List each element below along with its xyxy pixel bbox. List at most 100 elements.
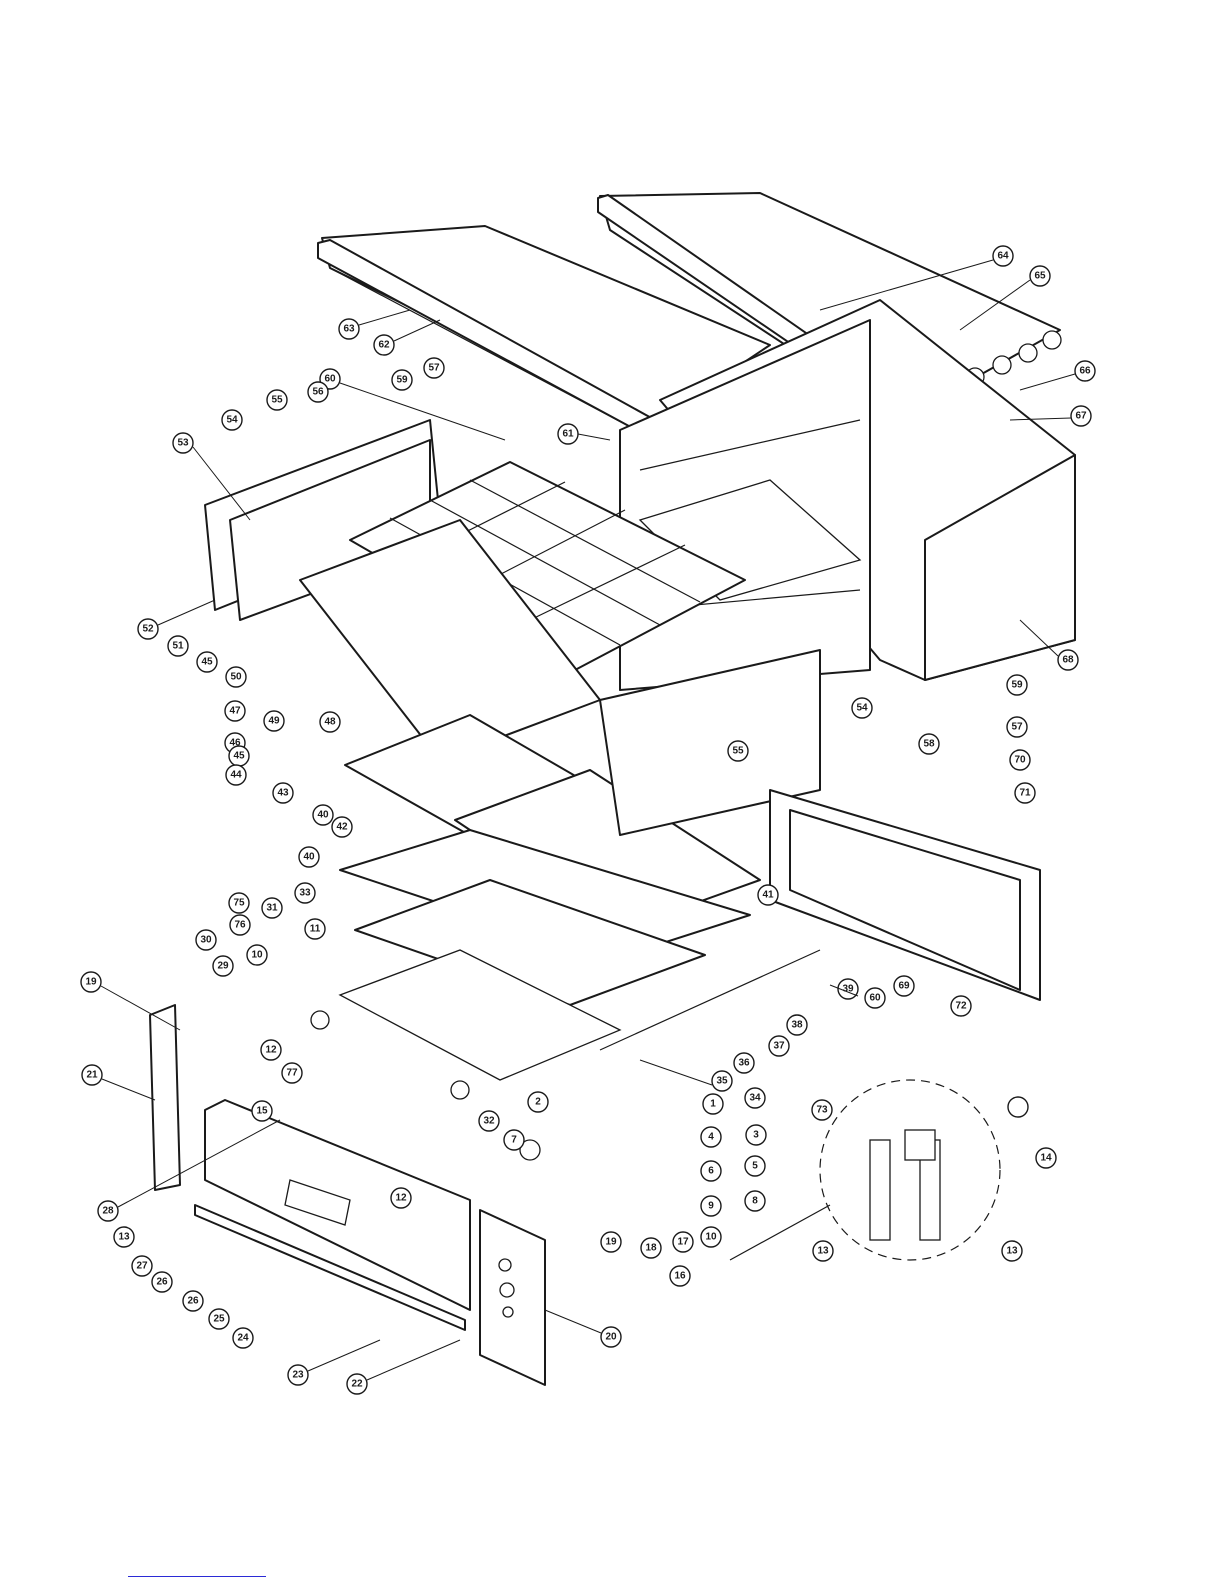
- callout-75: 75: [229, 893, 249, 913]
- svg-text:64: 64: [997, 251, 1009, 262]
- callout-34: 34: [745, 1088, 765, 1108]
- callout-61: 61: [558, 424, 578, 444]
- svg-text:54: 54: [226, 415, 238, 426]
- callout-2: 2: [528, 1092, 548, 1112]
- svg-text:75: 75: [233, 898, 245, 909]
- callout-11: 11: [305, 919, 325, 939]
- svg-text:29: 29: [217, 961, 229, 972]
- svg-text:12: 12: [265, 1045, 277, 1056]
- callout-72: 72: [951, 996, 971, 1016]
- front-control-panel: [205, 1100, 470, 1310]
- svg-text:13: 13: [1006, 1246, 1018, 1257]
- callout-13c: 13: [1002, 1241, 1022, 1261]
- callout-59b: 59: [1007, 675, 1027, 695]
- svg-text:59: 59: [396, 375, 408, 386]
- svg-text:11: 11: [310, 924, 321, 935]
- svg-text:6: 6: [708, 1166, 714, 1177]
- callout-76: 76: [230, 915, 250, 935]
- svg-text:36: 36: [738, 1058, 750, 1069]
- callout-71: 71: [1015, 783, 1035, 803]
- svg-text:17: 17: [677, 1237, 689, 1248]
- callout-33: 33: [295, 883, 315, 903]
- callout-7: 7: [504, 1130, 524, 1150]
- callout-18: 18: [641, 1238, 661, 1258]
- callout-49: 49: [264, 711, 284, 731]
- svg-text:66: 66: [1079, 366, 1091, 377]
- svg-text:69: 69: [898, 981, 910, 992]
- svg-text:55: 55: [732, 746, 744, 757]
- callout-45a: 45: [197, 652, 217, 672]
- svg-text:72: 72: [955, 1001, 967, 1012]
- callout-16: 16: [670, 1266, 690, 1286]
- svg-text:19: 19: [85, 977, 97, 988]
- callout-blank: [1008, 1097, 1028, 1117]
- svg-text:13: 13: [118, 1232, 130, 1243]
- svg-text:40: 40: [317, 810, 329, 821]
- svg-text:59: 59: [1011, 680, 1023, 691]
- callout-51: 51: [168, 636, 188, 656]
- callout-54b: 54: [852, 698, 872, 718]
- svg-text:41: 41: [762, 890, 774, 901]
- svg-text:44: 44: [230, 770, 242, 781]
- gas-valve-detail: [730, 1080, 1000, 1260]
- callout-25: 25: [209, 1309, 229, 1329]
- callout-12a: 12: [261, 1040, 281, 1060]
- callout-37: 37: [769, 1036, 789, 1056]
- svg-text:35: 35: [716, 1076, 728, 1087]
- callout-27: 27: [132, 1256, 152, 1276]
- callout-63: 63: [339, 319, 359, 339]
- svg-text:27: 27: [136, 1261, 148, 1272]
- svg-text:43: 43: [277, 788, 289, 799]
- svg-text:42: 42: [336, 822, 348, 833]
- callout-48: 48: [320, 712, 340, 732]
- svg-text:53: 53: [177, 438, 189, 449]
- right-side-panel: [480, 1210, 545, 1385]
- svg-text:60: 60: [324, 374, 336, 385]
- callout-73: 73: [812, 1100, 832, 1120]
- svg-text:38: 38: [791, 1020, 803, 1031]
- callout-6: 6: [701, 1161, 721, 1181]
- svg-text:28: 28: [102, 1206, 114, 1217]
- callout-9: 9: [701, 1196, 721, 1216]
- svg-text:2: 2: [535, 1097, 541, 1108]
- svg-text:60: 60: [869, 993, 881, 1004]
- callout-35: 35: [712, 1071, 732, 1091]
- svg-text:7: 7: [511, 1135, 517, 1146]
- callout-30: 30: [196, 930, 216, 950]
- callout-40b: 40: [299, 847, 319, 867]
- callout-65: 65: [1030, 266, 1050, 286]
- svg-text:10: 10: [705, 1232, 717, 1243]
- svg-text:13: 13: [817, 1246, 829, 1257]
- svg-text:47: 47: [229, 706, 241, 717]
- svg-text:31: 31: [266, 903, 278, 914]
- svg-text:16: 16: [674, 1271, 686, 1282]
- svg-text:51: 51: [172, 641, 184, 652]
- svg-text:10: 10: [251, 950, 263, 961]
- callout-57b: 57: [1007, 717, 1027, 737]
- callout-20: 20: [601, 1327, 621, 1347]
- callout-13a: 13: [114, 1227, 134, 1247]
- callout-55: 55: [267, 390, 287, 410]
- svg-text:73: 73: [816, 1105, 828, 1116]
- svg-text:22: 22: [351, 1379, 363, 1390]
- callout-62: 62: [374, 335, 394, 355]
- svg-text:20: 20: [605, 1332, 617, 1343]
- callout-14: 14: [1036, 1148, 1056, 1168]
- callout-23: 23: [288, 1365, 308, 1385]
- svg-text:76: 76: [234, 920, 246, 931]
- svg-text:9: 9: [708, 1201, 714, 1212]
- callout-24: 24: [233, 1328, 253, 1348]
- callout-19a: 19: [81, 972, 101, 992]
- svg-text:70: 70: [1014, 755, 1026, 766]
- callout-77: 77: [282, 1063, 302, 1083]
- svg-text:18: 18: [645, 1243, 657, 1254]
- svg-text:57: 57: [428, 363, 440, 374]
- callout-42: 42: [332, 817, 352, 837]
- callout-22: 22: [347, 1374, 367, 1394]
- svg-text:26: 26: [187, 1296, 199, 1307]
- svg-text:12: 12: [395, 1193, 407, 1204]
- callout-26b: 26: [183, 1291, 203, 1311]
- svg-text:45: 45: [201, 657, 213, 668]
- callout-58: 58: [919, 734, 939, 754]
- callout-32: 32: [479, 1111, 499, 1131]
